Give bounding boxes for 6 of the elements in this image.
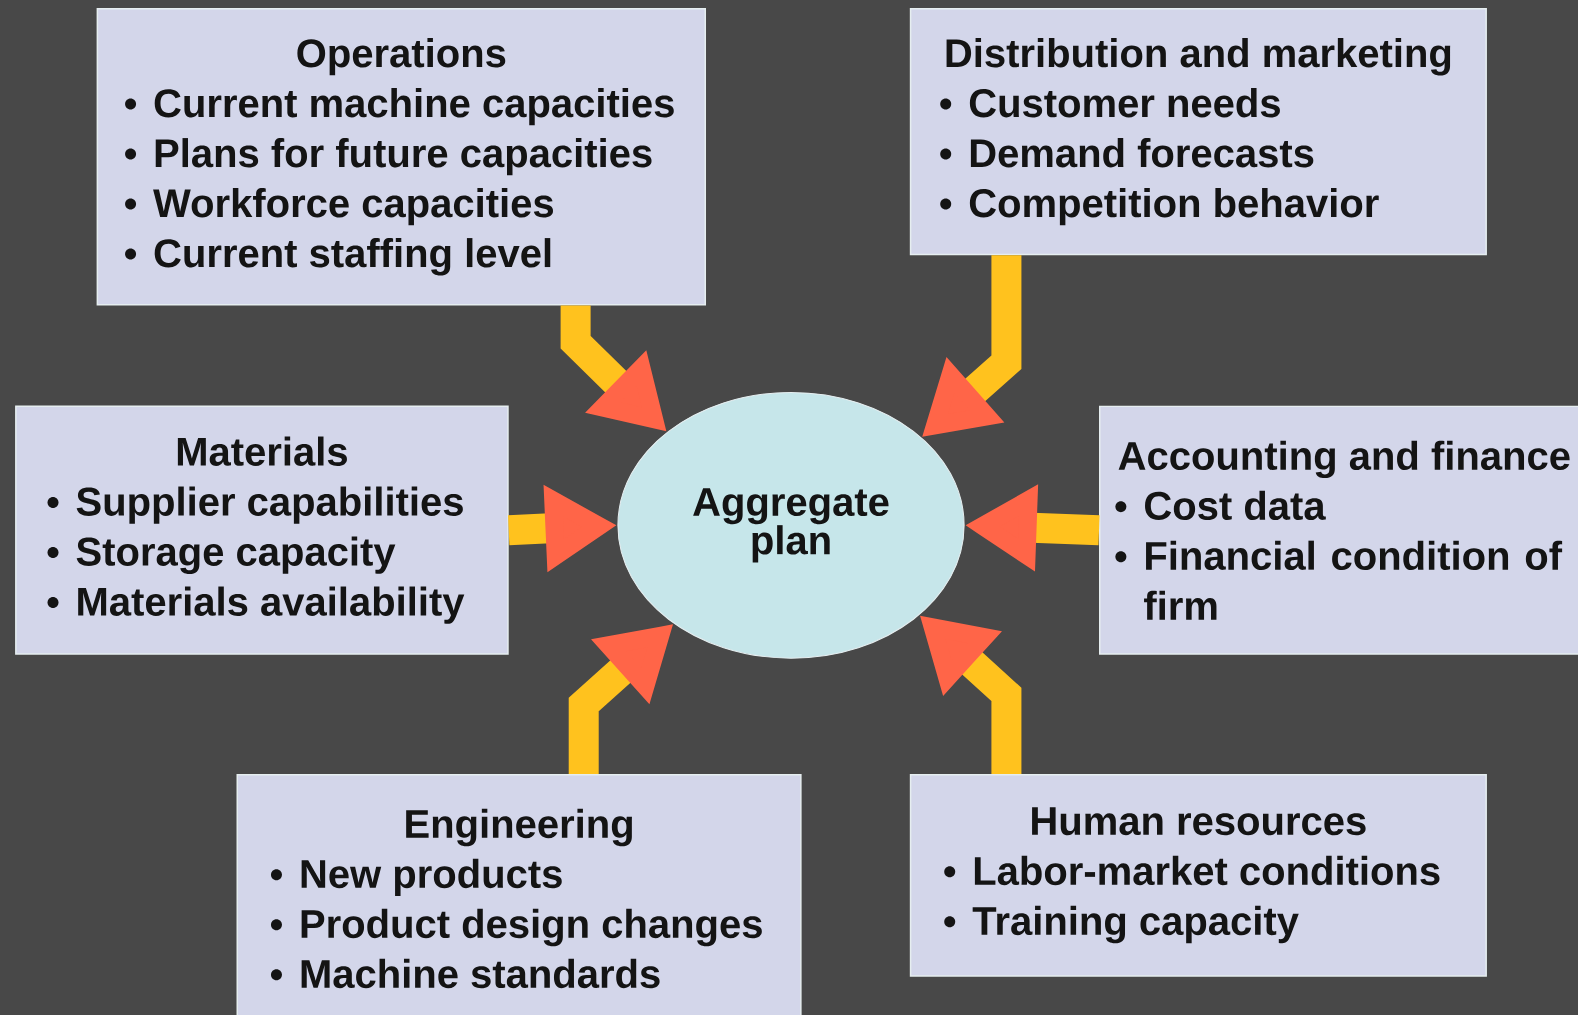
info-box: Accounting and finance Cost data Financial condition of firm bbox=[1099, 405, 1578, 655]
info-box: Operations Current machine capacities Plans for future capacities Workforce capacities Current staffing level bbox=[96, 7, 706, 306]
info-box: Human resources Labor-market conditions Training capacity bbox=[909, 773, 1487, 977]
info-box: Materials Supplier capabilities Storage capacity Materials availability bbox=[15, 405, 509, 655]
info-box: Distribution and marketing Customer needs Demand forecasts Competition behavior bbox=[909, 7, 1487, 255]
info-box: Engineering New products Product design changes Machine standards bbox=[236, 773, 802, 1015]
